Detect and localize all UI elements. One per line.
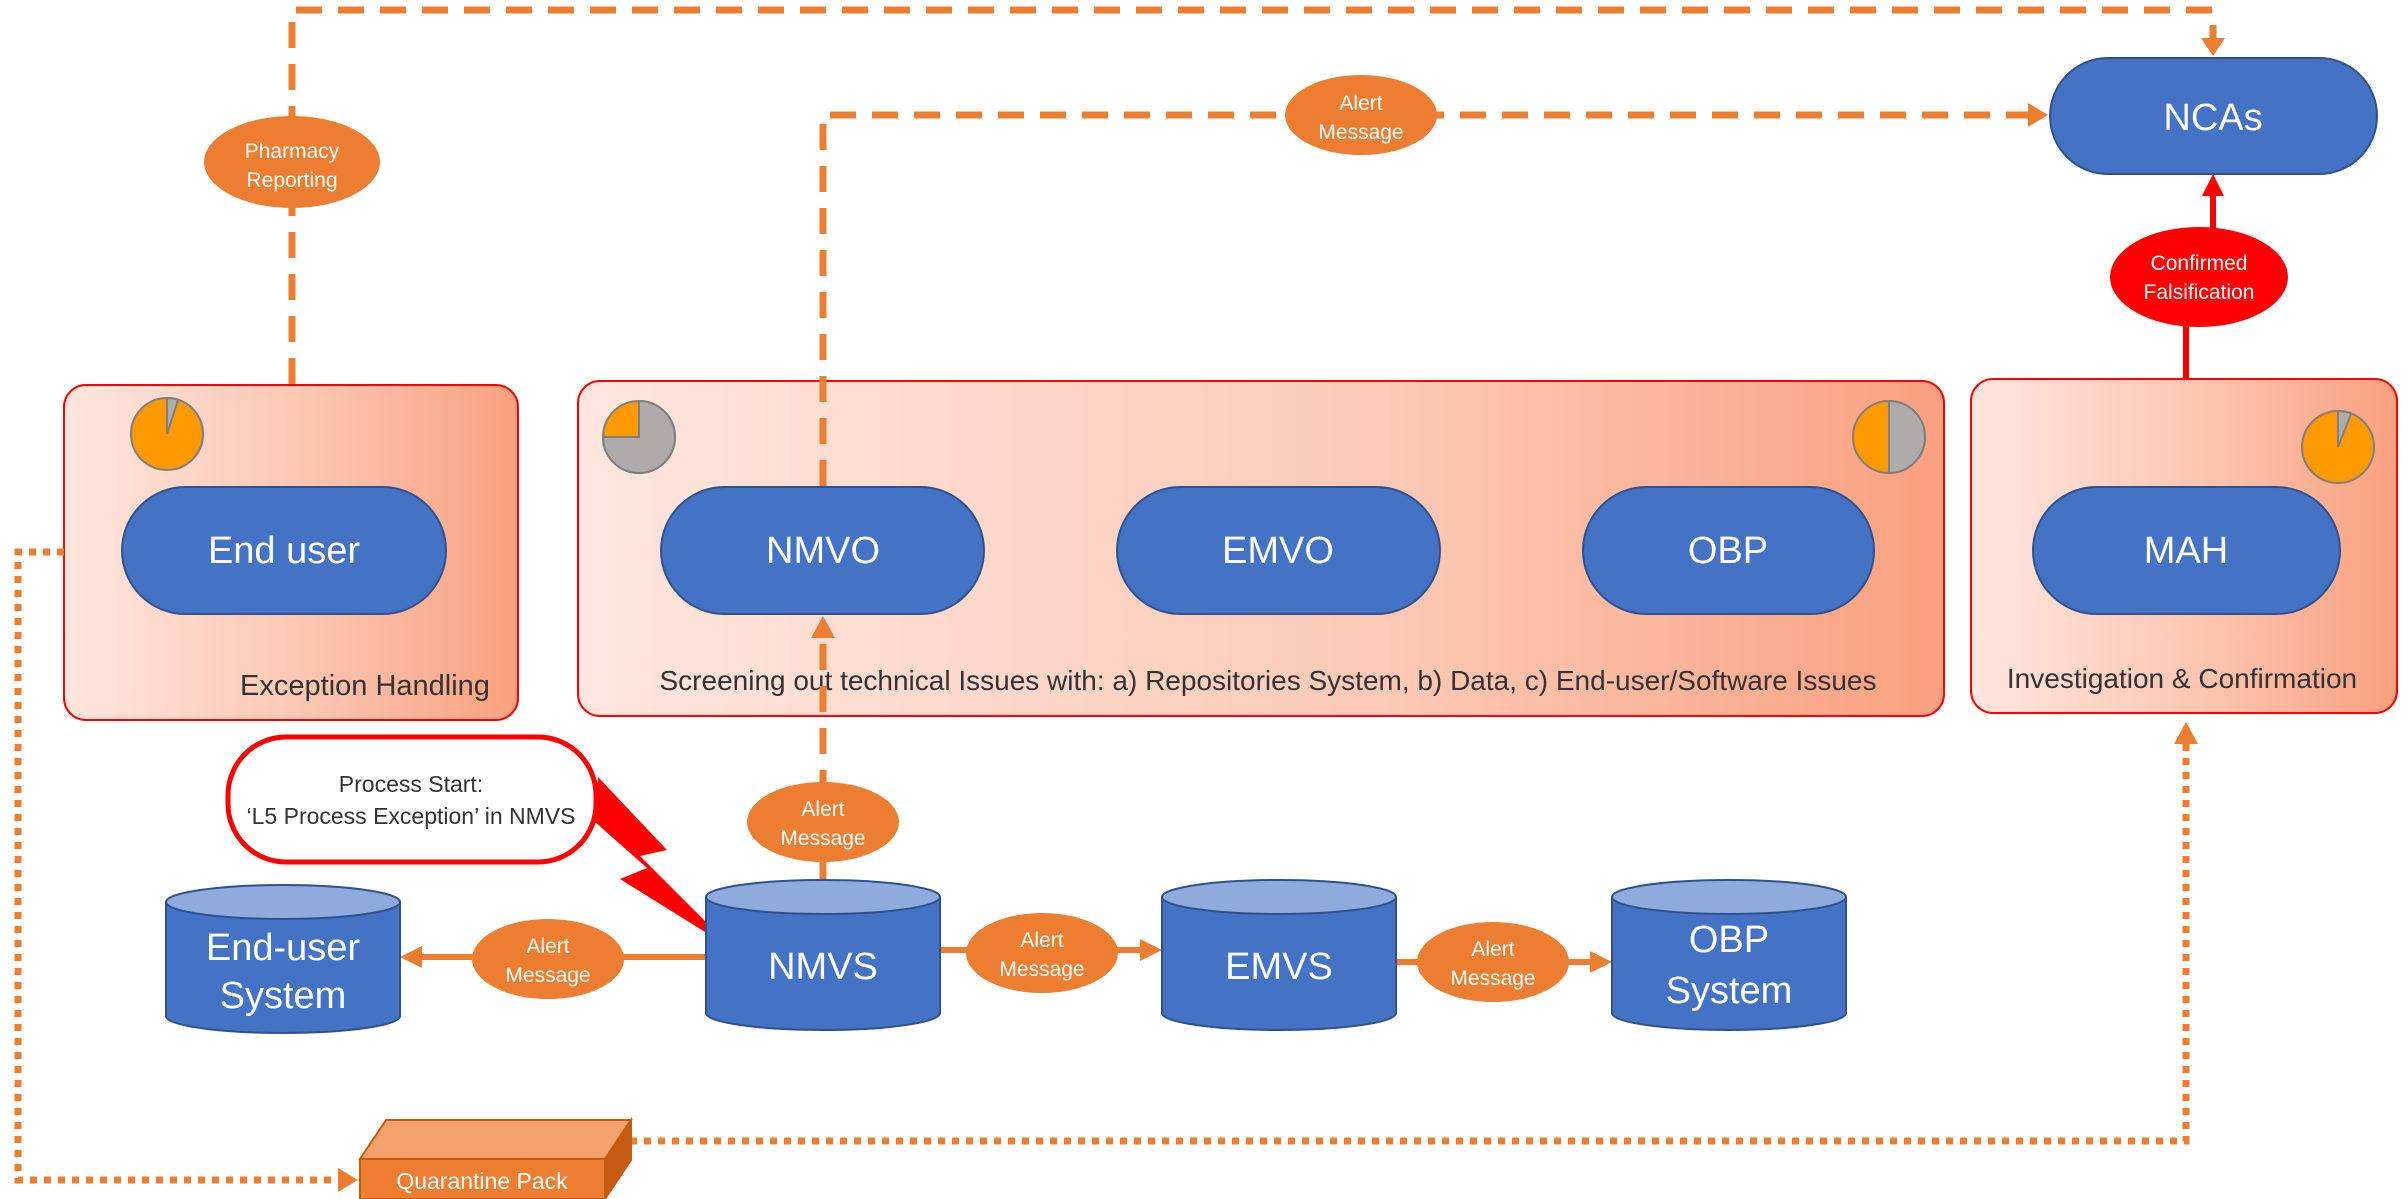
cylinder-top — [1611, 879, 1847, 915]
alert-message-ncas-label: Alert Message — [1285, 75, 1437, 155]
actor-ncas: NCAs — [2049, 57, 2378, 175]
pie-slice — [166, 396, 180, 435]
quarantine-pack-label: Quarantine Pack — [396, 1168, 568, 1194]
cylinder-top — [165, 884, 401, 920]
obp-system-line-1: OBP — [1689, 919, 1769, 961]
end-user-system-line-1: End-user — [206, 927, 361, 969]
alert-label-line-2: Message — [780, 827, 865, 850]
nmvs-label: NMVS — [768, 946, 878, 988]
actor-nmvo-label: NMVO — [766, 530, 880, 572]
confirmed-falsification-line-2: Falsification — [2144, 281, 2255, 304]
pharmacy-reporting-label: Pharmacy Reporting — [204, 116, 380, 208]
system-emvs — [1161, 879, 1397, 1031]
quarantine-pack: Quarantine Pack — [358, 1116, 633, 1199]
system-end-user — [165, 884, 401, 1034]
alert-label-line-1: Alert — [1339, 92, 1382, 115]
pie-slice — [601, 399, 676, 474]
actor-end-user: End user — [121, 486, 447, 615]
alert-message-emvs-label: Alert Message — [966, 913, 1118, 993]
pie-slice — [1888, 399, 1926, 475]
alert-label-line-2: Message — [1450, 967, 1535, 990]
progress-pie-screening — [601, 399, 676, 474]
cylinder-top — [1161, 879, 1397, 915]
end-user-system-line-2: System — [220, 975, 347, 1017]
arrow-head-icon — [811, 616, 835, 638]
actor-nmvo: NMVO — [660, 486, 985, 615]
cylinder-top — [705, 879, 941, 915]
actor-ncas-label: NCAs — [2163, 97, 2262, 139]
alert-message-obp-label: Alert Message — [1417, 922, 1569, 1002]
alert-message-enduser-label: Alert Message — [472, 919, 624, 999]
arrow-head-icon — [2028, 103, 2048, 127]
process-start-line-2: ‘L5 Process Exception’ in NMVS — [247, 803, 576, 829]
system-obp — [1611, 879, 1847, 1031]
actor-mah-label: MAH — [2144, 530, 2228, 572]
emvs-label: EMVS — [1225, 946, 1333, 988]
arrow-head-icon — [2202, 174, 2224, 196]
alert-label-line-1: Alert — [1471, 938, 1514, 961]
arrow-head-icon — [2174, 722, 2198, 744]
arrow-head-icon — [400, 946, 422, 968]
confirmed-falsification-label: Confirmed Falsification — [2110, 227, 2288, 327]
progress-pie-screening-right — [1852, 399, 1926, 475]
quarantine-to-investigation-connector — [630, 742, 2190, 1145]
arrow-head-icon — [338, 1168, 358, 1192]
system-nmvs — [705, 879, 941, 1031]
pharmacy-reporting-connector — [288, 6, 2217, 384]
pharmacy-reporting-line-2: Reporting — [246, 169, 337, 192]
alert-label-line-1: Alert — [526, 935, 569, 958]
actor-mah: MAH — [2032, 486, 2341, 615]
process-start-callout: Process Start: ‘L5 Process Exception’ in… — [225, 734, 599, 865]
exception-handling-label: Exception Handling — [240, 670, 490, 702]
alert-label-line-1: Alert — [801, 798, 844, 821]
cylinder-body — [165, 901, 401, 1034]
confirmed-falsification-line-1: Confirmed — [2151, 252, 2248, 275]
lightning-icon — [594, 777, 734, 950]
cylinder-body — [1161, 896, 1397, 1031]
pie-slice — [2337, 409, 2353, 448]
arrow-head-icon — [1140, 939, 1162, 961]
progress-pie-investigation — [2301, 409, 2375, 484]
alert-label-line-2: Message — [505, 964, 590, 987]
process-start-line-1: Process Start: — [339, 771, 483, 797]
cylinder-body — [705, 896, 941, 1031]
actor-obp-label: OBP — [1688, 530, 1768, 572]
screening-label: Screening out technical Issues with: a) … — [660, 665, 1877, 696]
progress-pie-exception — [130, 396, 204, 471]
arrow-head-icon — [1590, 951, 1612, 973]
obp-system-line-2: System — [1666, 970, 1793, 1012]
investigation-label: Investigation & Confirmation — [2007, 663, 2357, 694]
alert-message-nmvo-label: Alert Message — [747, 782, 899, 862]
pharmacy-reporting-line-1: Pharmacy — [245, 140, 340, 163]
actor-emvo-label: EMVO — [1222, 530, 1334, 572]
cylinder-body — [1611, 896, 1847, 1031]
actor-obp: OBP — [1582, 486, 1875, 615]
alert-label-line-1: Alert — [1020, 929, 1063, 952]
alert-label-line-2: Message — [1318, 121, 1403, 144]
arrow-head-icon — [2201, 38, 2225, 56]
actor-end-user-label: End user — [208, 530, 360, 572]
actor-emvo: EMVO — [1116, 486, 1441, 615]
alert-label-line-2: Message — [999, 958, 1084, 981]
